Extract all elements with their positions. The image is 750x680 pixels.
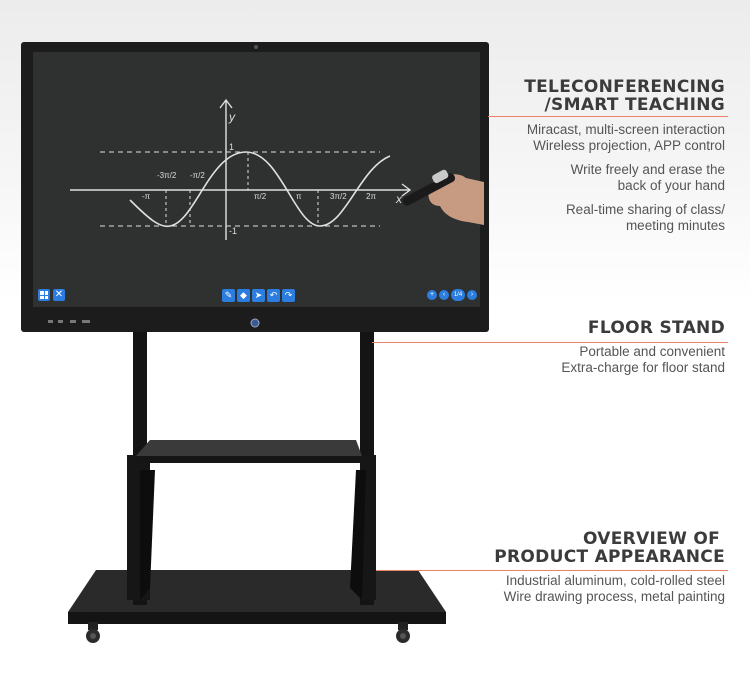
page-indicator: 1/4 [451, 289, 465, 301]
callout-line: Real-time sharing of class/ [565, 202, 725, 217]
windows-grid-icon[interactable] [38, 289, 50, 301]
prev-page-icon[interactable]: ‹ [439, 290, 449, 300]
close-icon[interactable]: ✕ [53, 289, 65, 301]
graph-tick-2pi: 2π [366, 192, 376, 201]
eraser-icon[interactable]: ◆ [237, 289, 250, 302]
undo-icon[interactable]: ↶ [267, 289, 280, 302]
graph-top-value: 1 [229, 142, 235, 152]
hand-with-marker [402, 169, 484, 225]
pen-icon[interactable]: ✎ [222, 289, 235, 302]
sine-graph [70, 98, 412, 240]
callout-line: Wireless projection, APP control [533, 138, 725, 153]
stand-shelf [136, 440, 362, 463]
callout-line: back of your hand [617, 178, 725, 193]
callout-line: meeting minutes [625, 218, 725, 233]
screen-page-controls: + ‹ 1/4 › [427, 289, 477, 301]
callout-line: Extra-charge for floor stand [561, 360, 725, 375]
callout-line: Portable and convenient [579, 344, 725, 359]
screen-toolbar-center: ✎ ◆ ➤ ↶ ↷ [222, 289, 295, 302]
callout-rule-floor-stand [372, 342, 728, 343]
graph-x-label: x [396, 192, 402, 206]
graph-tick-pi: π [296, 192, 302, 201]
callout-floor-stand: FLOOR STAND Portable and convenient Extr… [561, 319, 725, 376]
graph-tick-neg-pi: -π [142, 192, 151, 201]
graph-tick-3pi2: 3π/2 [330, 192, 347, 201]
zoom-icon[interactable]: + [427, 290, 437, 300]
callout-line: Industrial aluminum, cold-rolled steel [505, 573, 725, 588]
callout-overview: OVERVIEW OF PRODUCT APPEARANCE Industria… [494, 530, 725, 605]
callout-teleconferencing: TELECONFERENCING /SMART TEACHING Miracas… [524, 78, 725, 234]
callout-line: Miracast, multi-screen interaction [526, 122, 725, 137]
callout-rule-teleconferencing [488, 116, 728, 117]
graph-tick-pi2: π/2 [254, 192, 267, 201]
graph-tick-neg-3pi2: -3π/2 [157, 171, 177, 180]
redo-icon[interactable]: ↷ [282, 289, 295, 302]
callout-line: Wire drawing process, metal painting [503, 589, 725, 604]
display-frame [21, 42, 489, 332]
graph-y-label: y [229, 110, 235, 124]
pointer-icon[interactable]: ➤ [252, 289, 265, 302]
graph-bottom-value: -1 [229, 226, 238, 236]
callout-rule-overview [376, 570, 728, 571]
caster-wheels [86, 622, 410, 643]
callout-heading: FLOOR STAND [587, 318, 725, 338]
screen-toolbar-left: ✕ [38, 289, 65, 301]
graph-tick-neg-pi2: -π/2 [190, 171, 205, 180]
stand-legs [127, 325, 376, 605]
callout-heading: OVERVIEW OF PRODUCT APPEARANCE [494, 529, 725, 567]
next-page-icon[interactable]: › [467, 290, 477, 300]
stand-base [68, 570, 446, 624]
callout-line: Write freely and erase the [570, 162, 725, 177]
callout-heading: TELECONFERENCING /SMART TEACHING [524, 77, 725, 115]
